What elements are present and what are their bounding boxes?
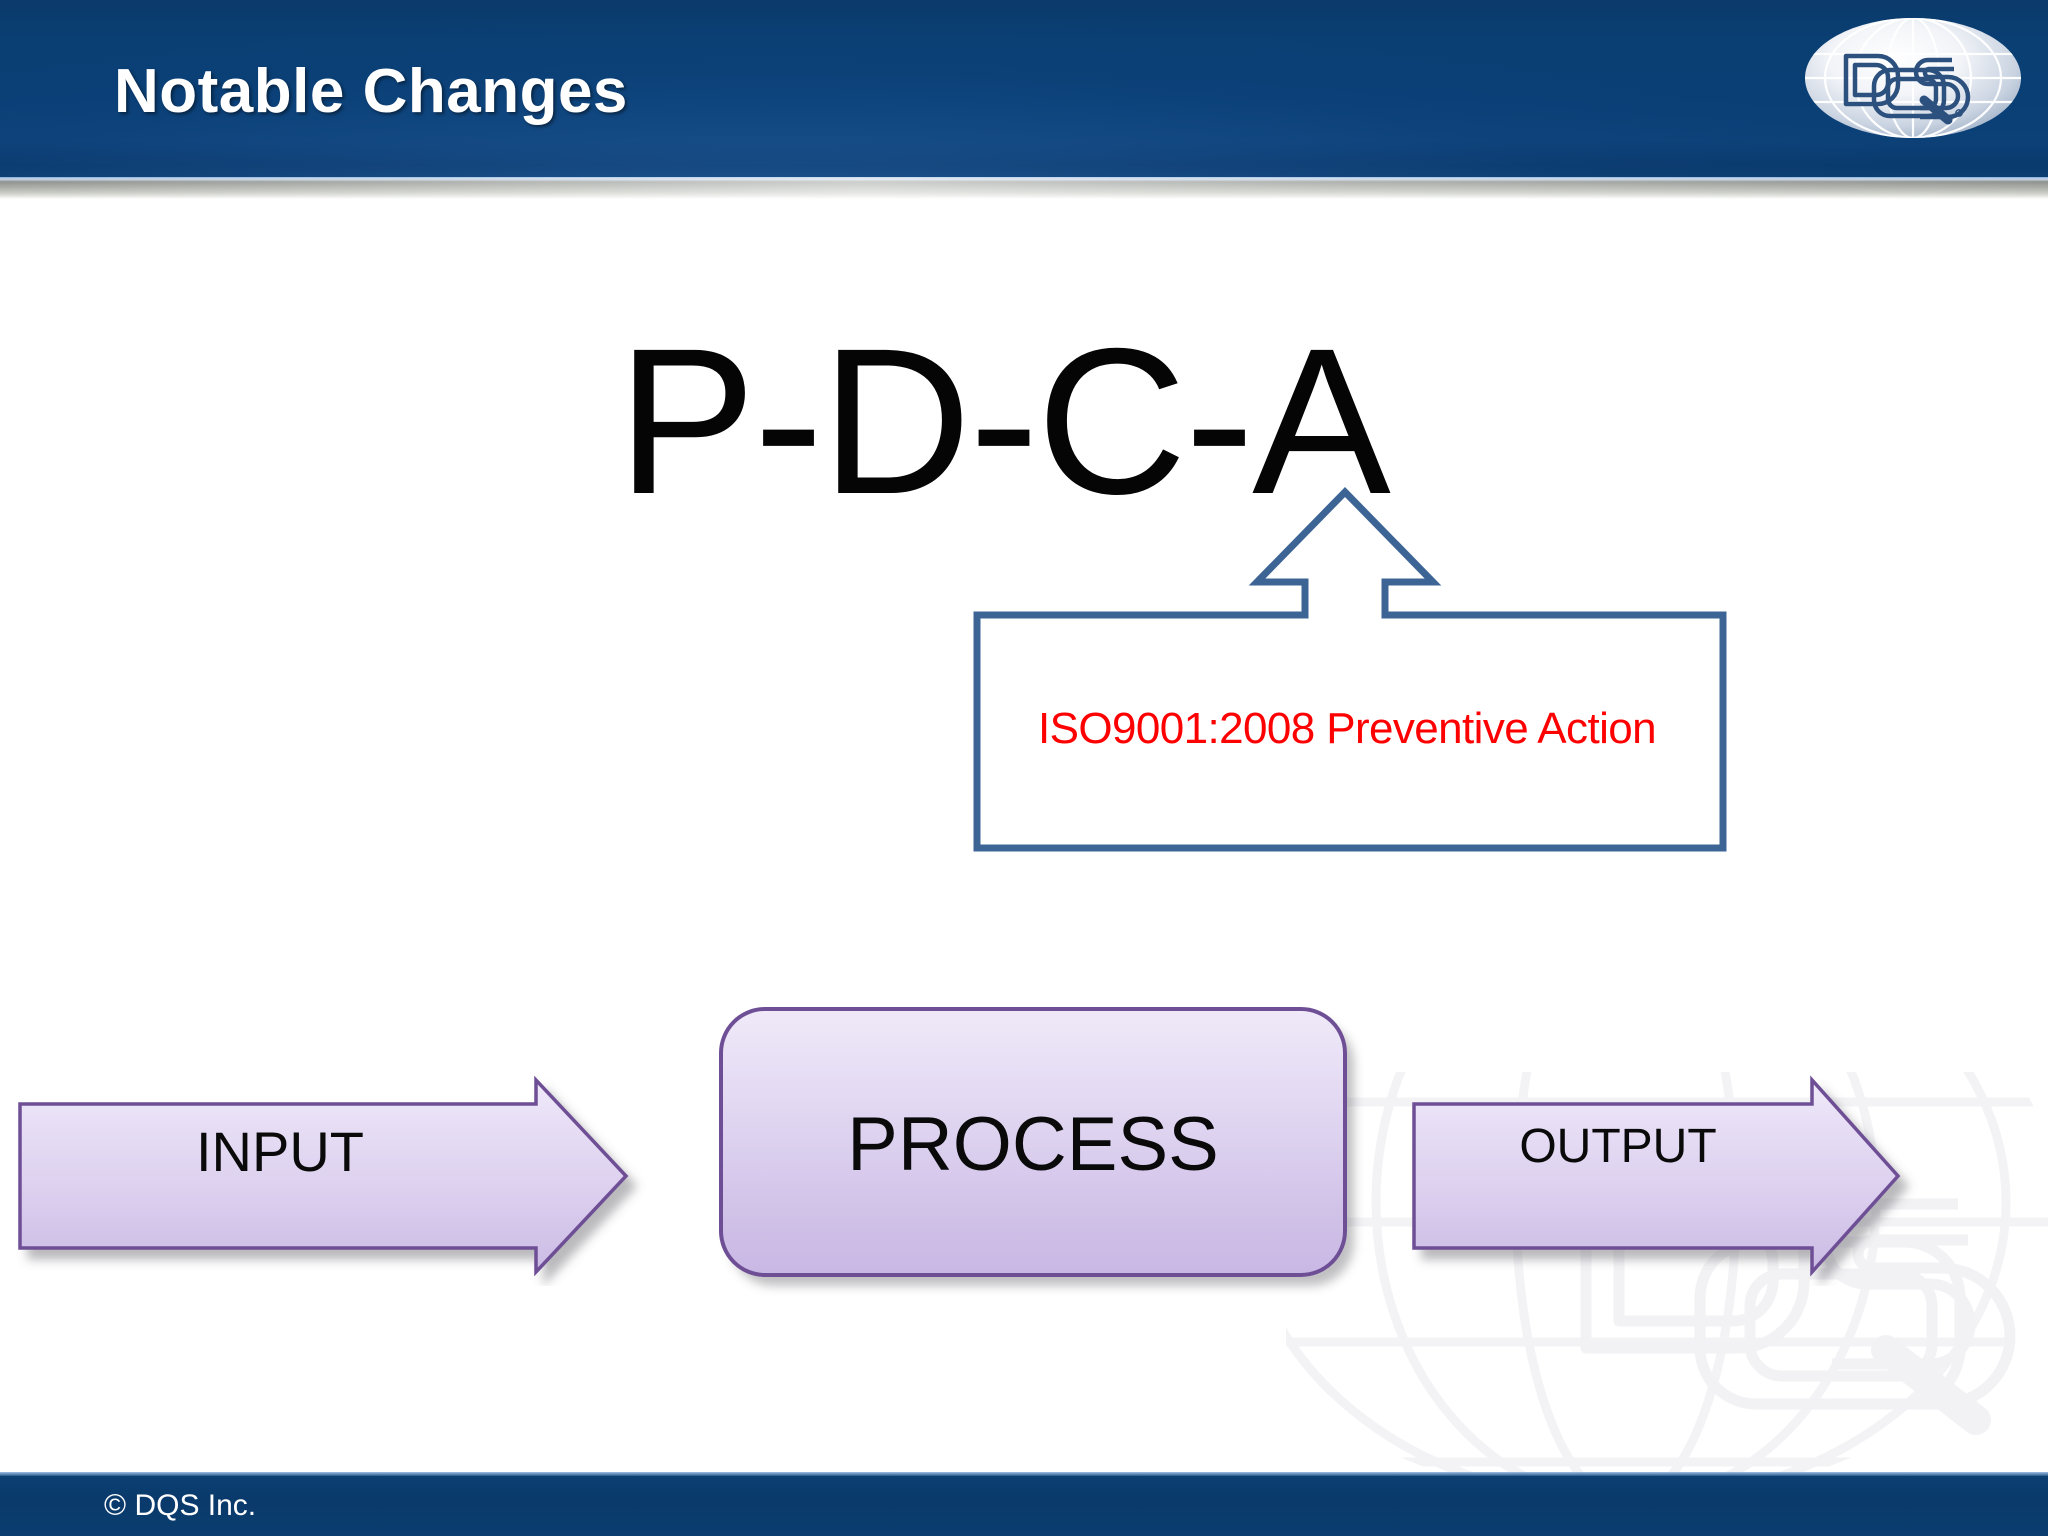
dqs-globe-logo	[1802, 14, 2024, 142]
footer-copyright: © DQS Inc.	[104, 1489, 257, 1522]
header-band	[0, 0, 2048, 180]
process-box-shape	[719, 1007, 1347, 1277]
page-title: Notable Changes	[114, 57, 628, 126]
input-label: INPUT	[196, 1120, 364, 1183]
preventive-action-callout	[955, 478, 1745, 868]
callout-text: ISO9001:2008 Preventive Action	[1038, 704, 1657, 753]
output-label: OUTPUT	[1519, 1120, 1717, 1173]
output-arrow-shape	[1404, 1066, 2048, 1286]
footer-band	[0, 1476, 2048, 1536]
pdca-heading: P-D-C-A	[0, 318, 2048, 526]
input-arrow-shape	[8, 1066, 658, 1286]
pdca-heading-text: P-D-C-A	[617, 306, 1391, 538]
process-label: PROCESS	[847, 1102, 1219, 1187]
header-divider	[0, 177, 2048, 199]
footer-hairline	[0, 1472, 2048, 1477]
